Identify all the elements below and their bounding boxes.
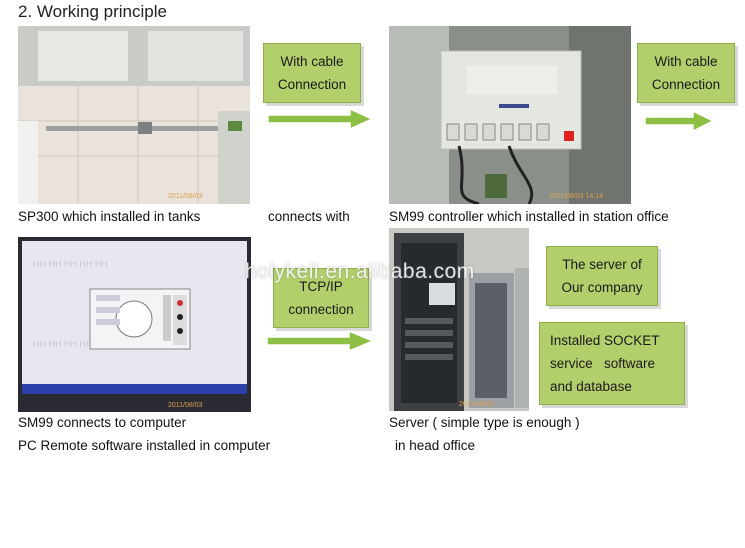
svg-text:2011/08/03 14:14: 2011/08/03 14:14 (549, 193, 603, 200)
tcpip-line-1: TCP/IP (299, 279, 343, 294)
company-server-label: The server of Our company (546, 246, 658, 306)
svg-text:HH HH HH HH HH: HH HH HH HH HH (33, 339, 108, 349)
caption-sm99-computer: SM99 connects to computer (18, 415, 187, 430)
caption-server: Server ( simple type is enough ) (389, 415, 580, 430)
svg-text:2011/08/03: 2011/08/03 (168, 402, 203, 409)
caption-pc-remote: PC Remote software installed in computer (18, 438, 271, 453)
controller-photo: 2011/08/03 14:14 (389, 26, 631, 204)
socket-line-1: Installed SOCKET (550, 333, 660, 348)
tank-photo: 2011/08/03 (18, 26, 250, 204)
svg-text:2011/08/03: 2011/08/03 (168, 193, 203, 200)
svg-text:2011/08/03: 2011/08/03 (459, 401, 494, 408)
tcpip-line-2: connection (288, 302, 354, 317)
computer-screen-photo: HH HH HH HH HH HH HH HH HH HH 2011/08/03 (18, 237, 251, 412)
cable-connection-label-2: With cable Connection (637, 43, 735, 103)
arrow-right-icon (267, 329, 375, 353)
caption-head-office: in head office (395, 438, 476, 453)
tcpip-connection-label: TCP/IP connection (273, 268, 369, 328)
cable-line-1: With cable (280, 54, 344, 69)
socket-line-2: service software (550, 356, 656, 371)
caption-sm99-controller: SM99 controller which installed in stati… (389, 209, 669, 224)
cable-line-1: With cable (654, 54, 718, 69)
cable-line-2: Connection (651, 77, 721, 92)
server-rack-photo: 2011/08/03 (389, 228, 529, 411)
caption-connects-with: connects with (268, 209, 350, 224)
arrow-right-icon (268, 108, 374, 130)
socket-software-label: Installed SOCKET service software and da… (539, 322, 685, 405)
server-line-2: Our company (561, 280, 643, 295)
arrow-right-icon (645, 110, 715, 132)
watermark: holykell.en.alibaba.com (245, 260, 475, 283)
server-line-1: The server of (562, 257, 642, 272)
page-title: 2. Working principle (18, 2, 167, 21)
socket-line-3: and database (550, 379, 632, 394)
caption-sp300: SP300 which installed in tanks (18, 209, 201, 224)
cable-line-2: Connection (277, 77, 347, 92)
cable-connection-label-1: With cable Connection (263, 43, 361, 103)
svg-text:HH HH HH HH HH: HH HH HH HH HH (33, 259, 108, 269)
